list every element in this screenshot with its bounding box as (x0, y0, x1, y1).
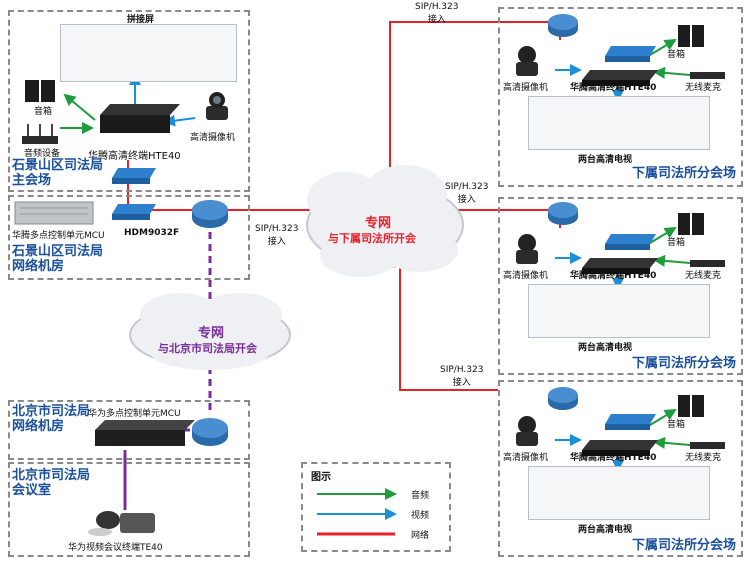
sub-camera-label-2: 高清摄像机 (503, 271, 549, 281)
sub-venue-devices-3 (516, 395, 725, 456)
machine-room-title-1: 石景山区司法局 (12, 244, 104, 259)
sub-venue-box-3 (498, 380, 743, 557)
sub-venue-box-2 (498, 197, 743, 375)
router-sub2-icon (548, 202, 578, 225)
sub-camera-label-1: 高清摄像机 (503, 83, 549, 93)
camera-main-icon (206, 92, 228, 120)
huawei-mcu-label: 华为多点控制单元MCU (88, 409, 181, 419)
machine-room-box (8, 195, 250, 280)
hdm-label: HDM9032F (124, 228, 180, 238)
legend-video-label: 视频 (411, 511, 430, 521)
legend-audio-label: 音频 (411, 491, 430, 501)
sub-terminal-label-2: 华腾高清终端HTE40 (570, 271, 657, 281)
sub-mic-label-2: 无线麦克 (685, 271, 722, 281)
cloud-center-icon (306, 165, 464, 277)
center-cloud-line2: 与下属司法所开会 (328, 232, 416, 245)
beijing-meeting-title-1: 北京市司法局 (12, 468, 91, 483)
main-venue-title: 石景山区司法局 主会场 (12, 158, 103, 188)
sub-venue-title-1: 下属司法所分会场 (632, 166, 737, 181)
sub-tv-label-3: 两台高清电视 (578, 525, 633, 535)
beijing-room-title-2: 网络机房 (12, 419, 65, 434)
huawei-te40-label: 华为视频会议终端TE40 (68, 543, 163, 553)
legend: 图示 音频 视频 网络 (301, 462, 451, 552)
beijing-meeting-title: 北京市司法局 会议室 (12, 468, 90, 498)
camera-label: 高清摄像机 (190, 133, 236, 143)
sub-speaker-label-2: 音箱 (667, 238, 686, 248)
legend-title: 图示 (311, 472, 331, 483)
sub-speaker-label-3: 音箱 (667, 420, 686, 430)
video-wall-screen (60, 24, 237, 82)
center-cloud-line1: 专网 (365, 216, 392, 231)
left-cloud-line1: 专网 (198, 326, 225, 341)
main-venue-title-1: 石景山区司法局 (12, 158, 104, 173)
beijing-room-box (8, 400, 250, 460)
cloud-left-icon (129, 293, 291, 370)
left-cloud-line2: 与北京市司法局开会 (158, 342, 257, 355)
beijing-room-title: 北京市司法局 网络机房 (12, 404, 90, 434)
sub-venue-devices-1 (516, 25, 725, 86)
huawei-mcu-icon (95, 420, 195, 446)
beijing-meeting-title-2: 会议室 (12, 483, 52, 498)
huawei-te40-icon (88, 511, 155, 536)
machine-room-title: 石景山区司法局 网络机房 (12, 244, 103, 274)
sub-tv-3 (528, 466, 710, 520)
terminal-hte40-icon (100, 104, 180, 133)
sub-tv-1 (528, 96, 710, 150)
switch-icons (112, 46, 656, 430)
speaker-main-icon (25, 80, 55, 102)
screen-label: 拼接屏 (127, 15, 155, 25)
sub-venue-box-1 (498, 7, 743, 187)
network-link-sub3 (399, 245, 498, 391)
sub-mic-label-3: 无线麦克 (685, 453, 722, 463)
main-venue-title-2: 主会场 (12, 173, 52, 188)
sub-tv-label-2: 两台高清电视 (578, 343, 633, 353)
network-link-sub1 (389, 21, 560, 185)
sub-tv-2 (528, 284, 710, 338)
router-sub1-icon (548, 14, 578, 37)
mcu-label: 华腾多点控制单元MCU (12, 231, 105, 241)
sub-mic-label-1: 无线麦克 (685, 83, 722, 93)
legend-swatches (317, 488, 397, 536)
terminal-label: 华腾高清终端HTE40 (88, 151, 181, 162)
sub-venue-devices-2 (516, 213, 725, 274)
sub-venue-title-3: 下属司法所分会场 (632, 538, 737, 553)
audio-device-icon (22, 124, 58, 144)
sub-tv-label-1: 两台高清电视 (578, 155, 633, 165)
beijing-meeting-box (8, 462, 250, 557)
router-beijing-icon (192, 418, 228, 446)
main-venue-box (8, 10, 250, 192)
mcu-rack-icon (14, 201, 94, 225)
sub-terminal-label-3: 华腾高清终端HTE40 (570, 453, 657, 463)
network-links (127, 21, 561, 410)
sub-speaker-label-1: 音箱 (667, 50, 686, 60)
speaker-label: 音箱 (34, 107, 53, 117)
sub-venue-title-2: 下属司法所分会场 (632, 356, 737, 371)
router-sub3-icon (548, 387, 578, 410)
machine-room-title-2: 网络机房 (12, 259, 65, 274)
beijing-room-title-1: 北京市司法局 (12, 404, 91, 419)
router-icon (192, 200, 228, 228)
legend-network-label: 网络 (411, 531, 430, 541)
sub-terminal-label-1: 华腾高清终端HTE40 (570, 83, 657, 93)
audio-device-label: 音频设备 (24, 149, 61, 159)
sub-camera-label-3: 高清摄像机 (503, 453, 549, 463)
